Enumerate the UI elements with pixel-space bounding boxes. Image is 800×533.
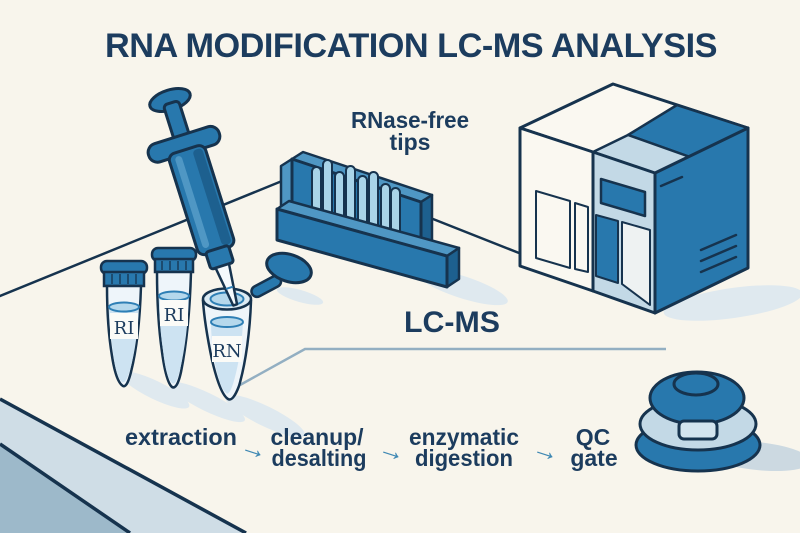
pipette xyxy=(146,87,239,307)
scoop-shadow xyxy=(276,287,324,305)
tube1-cap-band xyxy=(102,270,146,288)
vent-line-2 xyxy=(699,244,738,263)
qc-device-button xyxy=(677,419,719,441)
tube2-shadow xyxy=(169,381,245,423)
tube1-cap-ribs xyxy=(111,274,137,284)
tube1-liquid-surface xyxy=(108,301,140,313)
qc-device-dome xyxy=(648,370,746,426)
instrument-right-face xyxy=(653,126,750,315)
qc-gate-device xyxy=(634,370,762,473)
tips-label-line2: tips xyxy=(390,129,431,155)
tube2-label-patch xyxy=(160,300,188,326)
lcms-label: LC-MS xyxy=(404,306,500,339)
microcentrifuge-tube-2: RI xyxy=(150,246,198,389)
bench-back-edge xyxy=(0,179,521,298)
pipette-barrel-shade xyxy=(193,148,231,246)
microcentrifuge-tube-1: RI xyxy=(99,259,149,388)
workflow-step-extraction: extraction xyxy=(125,424,237,450)
tube2-label: RI xyxy=(164,305,185,326)
instrument-front-light-strip xyxy=(621,221,651,306)
vent-dash xyxy=(659,175,684,188)
workflow-step-digestion-line2: digestion xyxy=(415,445,513,471)
workflow-step-digestion-line1: enzymatic xyxy=(409,424,519,450)
tube3-label-patch xyxy=(212,336,242,362)
instrument-shadow xyxy=(663,285,800,321)
instrument-front-blue-strip xyxy=(595,214,619,284)
workflow-step-qc-line2: gate xyxy=(570,445,617,471)
lcms-instrument xyxy=(518,82,750,315)
tip-rack xyxy=(275,150,461,289)
qc-device-top-ring xyxy=(672,371,720,397)
tips-label-line1: RNase-free xyxy=(351,107,469,133)
lcms-leader-line xyxy=(239,347,666,387)
tube2-cap-band xyxy=(153,257,195,274)
tube3-liquid-surface xyxy=(210,316,244,328)
bench-edge-right-segment xyxy=(431,217,521,255)
tube2-cap-ribs xyxy=(161,261,187,270)
bench-band-top-line xyxy=(0,397,247,533)
instrument-left-panel-1 xyxy=(535,190,571,269)
pipette-disposable-tip xyxy=(214,262,239,307)
scoop-bowl xyxy=(265,251,313,285)
bench-front-corner xyxy=(0,397,247,533)
instrument-vents xyxy=(659,175,738,274)
instrument-screen xyxy=(599,177,647,218)
instrument-left-face xyxy=(518,126,595,293)
tube1-label: RI xyxy=(114,318,135,339)
pipette-barrel-highlight xyxy=(175,156,210,248)
vent-line-1 xyxy=(699,233,738,252)
instrument-left-panel-2 xyxy=(574,202,589,273)
tube2-liquid-surface xyxy=(158,290,190,302)
tube3-label: RN xyxy=(212,341,241,362)
workflow-step-qc-line1: QC xyxy=(576,424,611,450)
pipette-tip-liquid-line xyxy=(225,285,234,290)
bench-edge-left-segment xyxy=(0,179,284,298)
page-title: RNA MODIFICATION LC-MS ANALYSIS xyxy=(105,27,717,65)
tube1-label-patch xyxy=(110,313,138,339)
tube3-shadow xyxy=(225,394,305,438)
rack-base-right-end xyxy=(445,246,461,289)
workflow-step-cleanup-line2: desalting xyxy=(272,445,367,471)
bench-band-bottom-line xyxy=(0,442,131,533)
rack-base-front xyxy=(275,207,449,289)
workflow-step-cleanup-line1: cleanup/ xyxy=(271,424,365,450)
tube1-shadow xyxy=(120,371,190,409)
scoop xyxy=(250,251,313,299)
vent-line-3 xyxy=(699,255,738,274)
